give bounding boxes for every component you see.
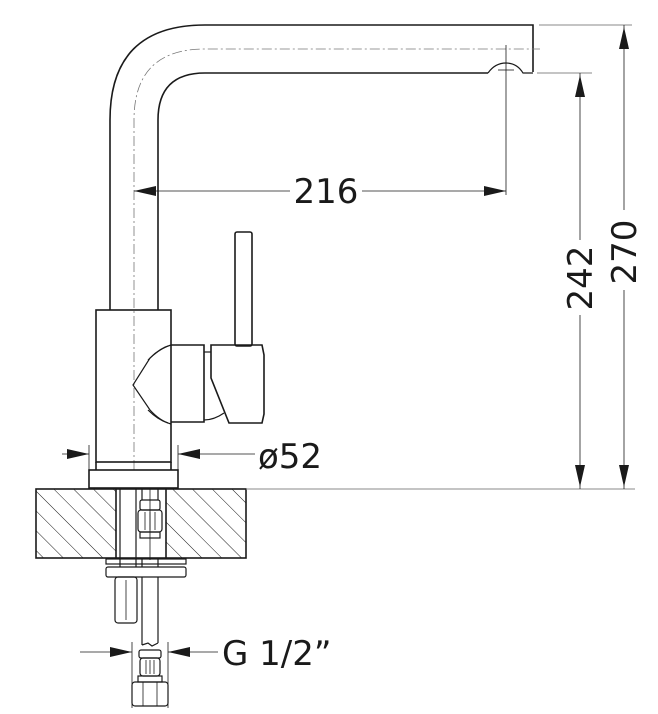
dimension-label-270: 270: [605, 220, 645, 285]
faucet-body: [88, 309, 179, 489]
dimension-connection-thread: G 1/2”: [80, 634, 332, 708]
dimension-label-diameter: ø52: [258, 437, 322, 477]
dimension-label-242: 242: [561, 246, 601, 311]
lever-handle: [132, 231, 265, 425]
countertop-section: [35, 488, 635, 559]
dimension-label-216: 216: [294, 172, 359, 212]
dimension-outlet-height: 242: [537, 72, 601, 489]
spout: [109, 24, 540, 470]
dimension-base-diameter: ø52: [62, 437, 322, 477]
dimension-label-thread: G 1/2”: [222, 634, 332, 674]
dimension-spout-reach: 216: [134, 172, 506, 212]
dimension-total-height: 270: [539, 24, 645, 489]
